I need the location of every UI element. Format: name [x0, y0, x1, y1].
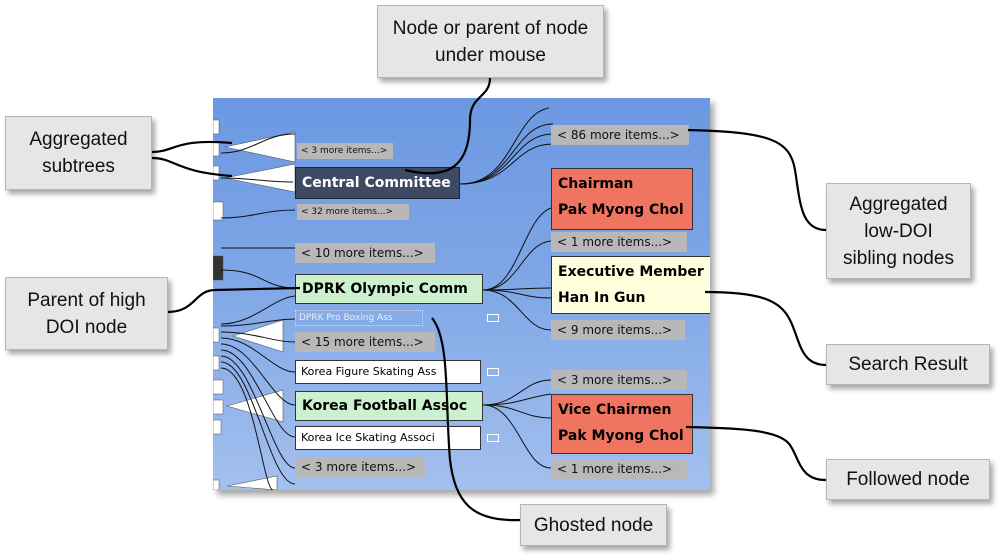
left-edge-node — [213, 255, 224, 281]
node-name: Pak Myong Chol — [558, 428, 684, 444]
left-edge-node — [213, 479, 220, 490]
callout-parent-high-doi: Parent of high DOI node — [5, 277, 168, 350]
left-edge-node — [213, 327, 220, 343]
chairman-node[interactable]: Chairman Pak Myong Chol — [551, 168, 693, 230]
aggregate-node[interactable]: < 3 more items...> — [297, 143, 393, 159]
left-edge-node — [213, 141, 220, 157]
left-edge-node — [213, 165, 220, 181]
tree-edges — [213, 107, 554, 490]
callout-search-result: Search Result — [826, 344, 990, 385]
ghosted-node[interactable]: DPRK Pro Boxing Ass — [295, 310, 423, 326]
expand-icon[interactable] — [487, 314, 499, 322]
aggregate-subtree-triangle[interactable] — [224, 131, 296, 163]
aggregate-node[interactable]: < 86 more items...> — [551, 125, 689, 145]
central-committee-node[interactable]: Central Committee — [295, 167, 460, 199]
aggregate-node[interactable]: < 9 more items...> — [551, 320, 685, 340]
callout-node-under-mouse: Node or parent of node under mouse — [377, 5, 604, 78]
figure-skating-node[interactable]: Korea Figure Skating Ass — [295, 360, 481, 384]
aggregate-node[interactable]: < 3 more items...> — [295, 457, 425, 477]
korea-football-node[interactable]: Korea Football Assoc — [295, 391, 483, 421]
aggregate-subtree-triangle[interactable] — [225, 389, 284, 423]
node-title: Executive Member — [558, 264, 704, 280]
callout-aggregated-subtrees: Aggregated subtrees — [5, 116, 152, 190]
dprk-olympic-node[interactable]: DPRK Olympic Comm — [295, 274, 483, 304]
central-committee-edges — [459, 107, 554, 185]
callout-ghosted-node: Ghosted node — [520, 504, 667, 546]
olympic-edges — [482, 207, 552, 331]
expand-icon[interactable] — [487, 434, 499, 442]
aggregate-node[interactable]: < 15 more items...> — [295, 332, 435, 352]
aggregate-node[interactable]: < 1 more items...> — [551, 459, 687, 479]
left-edges — [220, 133, 296, 490]
aggregate-node[interactable]: < 32 more items...> — [297, 204, 409, 220]
callout-aggregated-low-doi: Aggregated low-DOI sibling nodes — [826, 183, 971, 279]
aggregate-subtree-triangle[interactable] — [226, 475, 278, 490]
football-edges — [482, 379, 552, 469]
left-edge-node — [213, 201, 224, 221]
node-name: Han In Gun — [558, 290, 646, 306]
aggregate-node[interactable]: < 3 more items...> — [551, 370, 687, 390]
vice-chairmen-node[interactable]: Vice Chairmen Pak Myong Chol — [551, 394, 693, 454]
left-edge-node — [213, 119, 220, 135]
aggregate-node[interactable]: < 10 more items...> — [295, 243, 435, 263]
leader-line — [704, 290, 827, 367]
node-title: Chairman — [558, 176, 634, 192]
left-edge-node — [213, 355, 220, 371]
node-title: Vice Chairmen — [558, 402, 672, 418]
ice-skating-node[interactable]: Korea Ice Skating Associ — [295, 426, 481, 450]
left-edge-node — [213, 379, 224, 395]
left-edge-node — [213, 399, 224, 415]
expand-icon[interactable] — [487, 368, 499, 376]
executive-member-node[interactable]: Executive Member Han In Gun — [551, 256, 710, 314]
aggregate-node[interactable]: < 1 more items...> — [551, 232, 687, 252]
node-name: Pak Myong Chol — [558, 202, 684, 218]
left-edge-node — [213, 419, 222, 435]
callout-followed-node: Followed node — [826, 459, 990, 500]
tree-panel: < 3 more items...> Central Committee < 3… — [213, 98, 710, 490]
